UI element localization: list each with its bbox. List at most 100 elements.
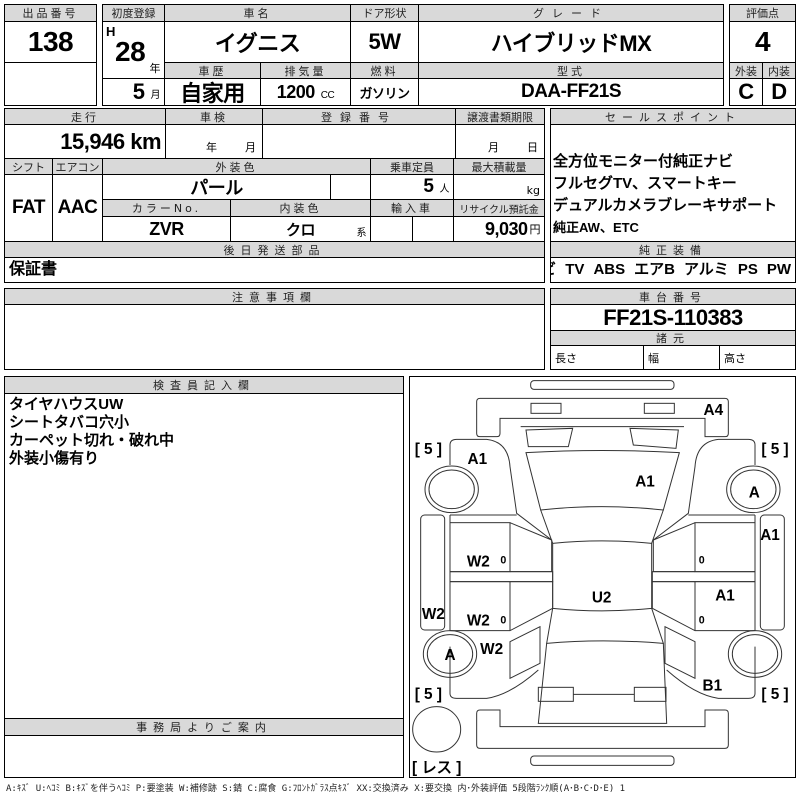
car-name: イグニス — [164, 21, 351, 63]
transfer-label: 譲渡書類期限 — [455, 108, 545, 125]
year-unit: 年 — [149, 63, 161, 75]
int-color-value: クロ — [285, 221, 316, 239]
sales-point: フルセグTV、スマートキー — [553, 175, 737, 192]
score: 4 — [729, 21, 796, 63]
tread-rear-left: [ 5 ] — [415, 686, 442, 703]
fuel-label: 燃料 — [350, 62, 419, 79]
inspector-notes: タイヤハウスUW シートタバコ穴小 カーペット切れ・破れ中 外装小傷有り — [4, 393, 404, 719]
score-label: 評価点 — [729, 4, 796, 22]
damage-mark: U2 — [592, 589, 612, 606]
ext-color: パール — [102, 174, 331, 200]
spare-tire: [ レス ] — [412, 760, 461, 777]
capacity-value: 5 — [423, 176, 434, 197]
lot-blank — [4, 62, 97, 106]
office-label: 事務局よりご案内 — [4, 718, 404, 736]
sales-points-label: セールスポイント — [550, 108, 796, 125]
inspector-label: 検査員記入欄 — [4, 376, 404, 394]
int-grade: D — [762, 78, 796, 106]
damage-diagram-box — [409, 376, 796, 778]
fuel: ガソリン — [350, 78, 419, 106]
month: 5 — [132, 79, 145, 104]
damage-mark: A1 — [760, 527, 780, 544]
later-parts: 保証書 — [4, 257, 545, 283]
import-a — [370, 216, 413, 242]
recycle-value: 9,030 — [484, 218, 528, 239]
int-label: 内装 — [762, 62, 796, 79]
damage-mark: W2 — [480, 641, 503, 658]
damage-mark: 0 — [500, 614, 506, 626]
damage-mark: A1 — [715, 588, 735, 605]
door-type: 5W — [350, 21, 419, 63]
inspector-line: タイヤハウスUW — [9, 396, 124, 413]
height: 高さ — [719, 345, 796, 370]
first-reg-label: 初度登録 — [102, 4, 165, 22]
ext-color-blank — [330, 174, 371, 200]
capacity-unit: 人 — [439, 184, 450, 195]
mileage: 15,946 km — [4, 124, 166, 159]
car-damage-diagram: [ 5 ] [ 5 ] [ 5 ] [ 5 ] [ レス ] A4 A1 A1 … — [412, 380, 789, 777]
damage-mark: A1 — [635, 474, 655, 491]
equipment-item: ABS — [593, 261, 626, 278]
equipment-item: アルミ — [683, 261, 729, 278]
shift: FAT — [4, 174, 53, 242]
int-color: クロ 系 — [230, 216, 371, 242]
damage-mark: A — [444, 647, 455, 664]
ext-color-label: 外装色 — [102, 158, 371, 175]
shift-label: シフト — [4, 158, 53, 175]
sales-point: 純正AW、ETC — [553, 220, 639, 235]
int-color-unit: 系 — [356, 228, 367, 239]
door-label: ドア形状 — [350, 4, 419, 22]
lot-number: 138 — [4, 21, 97, 63]
grade: ハイブリッドMX — [418, 21, 724, 63]
color-no-label: カラーNo. — [102, 199, 231, 217]
int-color-label: 内装色 — [230, 199, 371, 217]
capacity-label: 乗車定員 — [370, 158, 454, 175]
equipment-list: ナビ TV ABS エアB アルミ PS PW — [550, 257, 796, 283]
ac: AAC — [52, 174, 103, 242]
ext-grade: C — [729, 78, 763, 106]
color-no: ZVR — [102, 216, 231, 242]
history: 自家用 — [164, 78, 261, 106]
equipment-item: PW — [766, 261, 791, 278]
transfer-day-unit: 日 — [527, 141, 538, 154]
inspector-line: シートタバコ穴小 — [9, 414, 130, 431]
sales-points: 全方位モニター付純正ナビ フルセグTV、スマートキー デュアルカメラブレーキサポ… — [550, 124, 796, 242]
reg-no-label: 登録番号 — [262, 108, 456, 125]
lot-label: 出品番号 — [4, 4, 97, 22]
recycle-unit: 円 — [529, 224, 541, 236]
equipment-label: 純正装備 — [550, 241, 796, 258]
tread-rear-right: [ 5 ] — [761, 686, 788, 703]
ac-label: エアコン — [52, 158, 103, 175]
first-reg-year: H 28 年 — [102, 21, 165, 79]
legend: A:ｷｽﾞ U:ﾍｺﾐ B:ｷｽﾞを伴うﾍｺﾐ P:要塗装 W:補修跡 S:錆 … — [6, 784, 626, 794]
transfer: 月日 — [455, 124, 545, 159]
model-label: 型式 — [418, 62, 724, 79]
car-name-label: 車名 — [164, 4, 351, 22]
mileage-label: 走行 — [4, 108, 166, 125]
later-parts-label: 後日発送部品 — [4, 241, 545, 258]
sales-point: 全方位モニター付純正ナビ — [553, 153, 734, 170]
insp-month-unit: 月 — [245, 141, 256, 154]
ext-label: 外装 — [729, 62, 763, 79]
import-b — [412, 216, 454, 242]
inspector-line: カーペット切れ・破れ中 — [9, 432, 175, 449]
mileage-unit: km — [130, 128, 161, 154]
length: 長さ — [550, 345, 644, 370]
equipment-item: ナビ — [551, 261, 556, 279]
transfer-month-unit: 月 — [488, 141, 499, 154]
equipment-item: TV — [565, 261, 585, 278]
month-unit: 月 — [150, 90, 161, 101]
chassis-number: FF21S-110383 — [550, 304, 796, 331]
damage-mark: A1 — [468, 451, 488, 468]
displacement-value: 1200 — [276, 81, 316, 102]
reg-no — [262, 124, 456, 159]
car-outline — [412, 380, 785, 766]
damage-mark: A — [749, 484, 760, 501]
history-label: 車歴 — [164, 62, 261, 79]
equipment-item: エアB — [634, 261, 675, 278]
office-area — [4, 735, 404, 778]
